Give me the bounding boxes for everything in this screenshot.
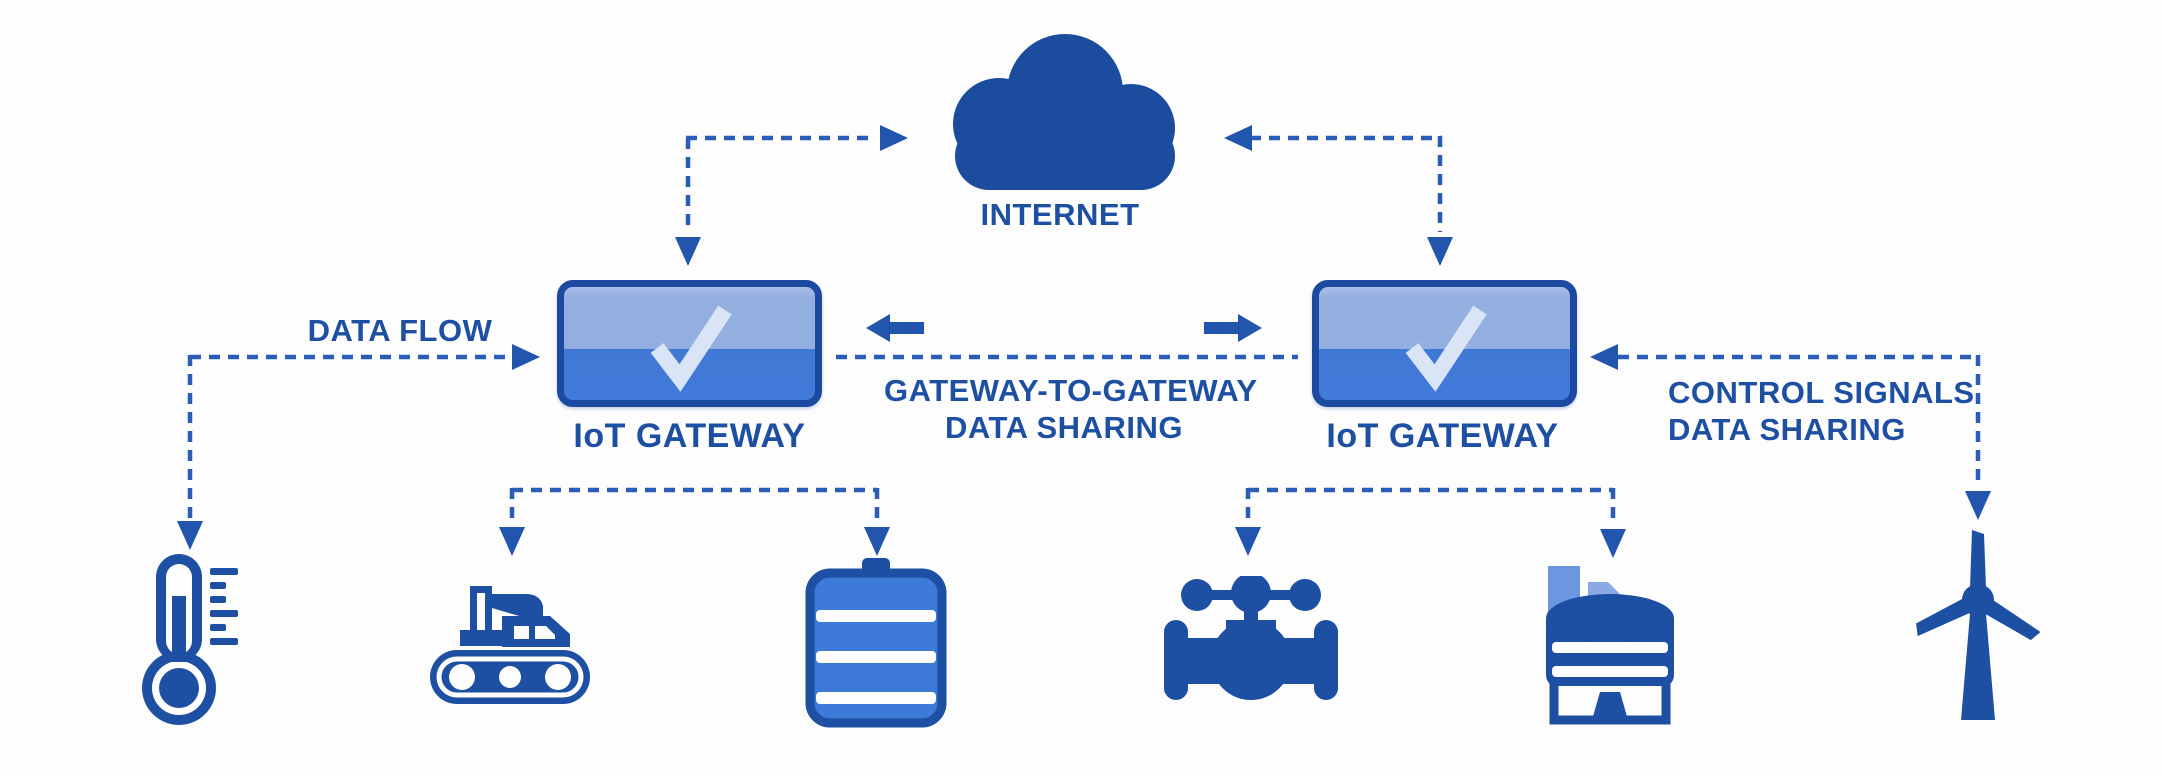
control-signals-connector bbox=[1618, 354, 1981, 488]
solid-arrow-right-icon bbox=[1204, 314, 1262, 342]
iot-gateway-right-node bbox=[1312, 280, 1577, 407]
cloud-gateway-right-connector bbox=[1250, 135, 1443, 232]
arrow-into-factory bbox=[1600, 529, 1626, 558]
arrow-into-valve bbox=[1235, 527, 1261, 556]
data-flow-connector bbox=[187, 354, 510, 518]
wind-turbine-icon bbox=[1916, 530, 2041, 720]
turbine-blades bbox=[1916, 530, 2041, 641]
gateway-to-gateway-label: GATEWAY-TO-GATEWAY DATA SHARING bbox=[884, 372, 1258, 446]
thermometer-icon bbox=[142, 554, 238, 725]
checkmark-icon bbox=[650, 305, 732, 392]
arrow-into-cloud-left bbox=[880, 125, 908, 151]
control-signals-label: CONTROL SIGNALS DATA SHARING bbox=[1668, 374, 1975, 448]
gateway-left-label: IoT GATEWAY bbox=[573, 417, 806, 455]
gateway-to-gateway-label-line1: GATEWAY-TO-GATEWAY bbox=[884, 373, 1258, 408]
conveyor-device bbox=[428, 572, 593, 707]
wind-turbine-device bbox=[1900, 520, 2056, 725]
internet-label: INTERNET bbox=[980, 197, 1140, 232]
arrowheads bbox=[177, 125, 1991, 558]
iot-gateway-left-node bbox=[557, 280, 822, 407]
control-signals-label-line1: CONTROL SIGNALS bbox=[1668, 375, 1975, 410]
solid-arrow-left-icon bbox=[866, 314, 924, 342]
valve-icon bbox=[1164, 576, 1338, 700]
factory-device bbox=[1542, 560, 1677, 725]
data-flow-label: DATA FLOW bbox=[307, 313, 493, 348]
checkmark-icon bbox=[1405, 305, 1487, 392]
temperature-sensor-device bbox=[140, 552, 240, 730]
arrow-into-cloud-right bbox=[1224, 125, 1252, 151]
arrow-into-wind-turbine bbox=[1965, 491, 1991, 520]
arrow-into-gateway-right-side bbox=[1590, 344, 1618, 370]
cloud-gateway-left-connector bbox=[685, 135, 875, 232]
internet-node bbox=[925, 26, 1195, 194]
conveyor-belt-icon bbox=[430, 586, 590, 704]
gateway-right-label: IoT GATEWAY bbox=[1326, 417, 1559, 455]
arrow-into-gateway-left-side bbox=[512, 344, 540, 370]
storage-tank-icon bbox=[805, 558, 947, 728]
gateway-to-gateway-label-line2: DATA SHARING bbox=[945, 410, 1183, 445]
gateway-left-devices-connector bbox=[509, 487, 880, 524]
arrow-into-storage-tank bbox=[864, 527, 890, 556]
control-signals-label-line2: DATA SHARING bbox=[1668, 412, 1906, 447]
factory-storage-icon bbox=[1546, 566, 1674, 725]
arrow-into-gateway-right-top bbox=[1427, 237, 1453, 266]
storage-tank-device bbox=[805, 558, 947, 728]
gateway-right-devices-connector bbox=[1245, 487, 1616, 524]
cloud-icon bbox=[953, 34, 1175, 190]
arrow-into-thermometer bbox=[177, 521, 203, 550]
valve-device bbox=[1164, 576, 1338, 704]
arrow-into-gateway-left-top bbox=[675, 237, 701, 266]
arrow-into-conveyor bbox=[499, 527, 525, 556]
